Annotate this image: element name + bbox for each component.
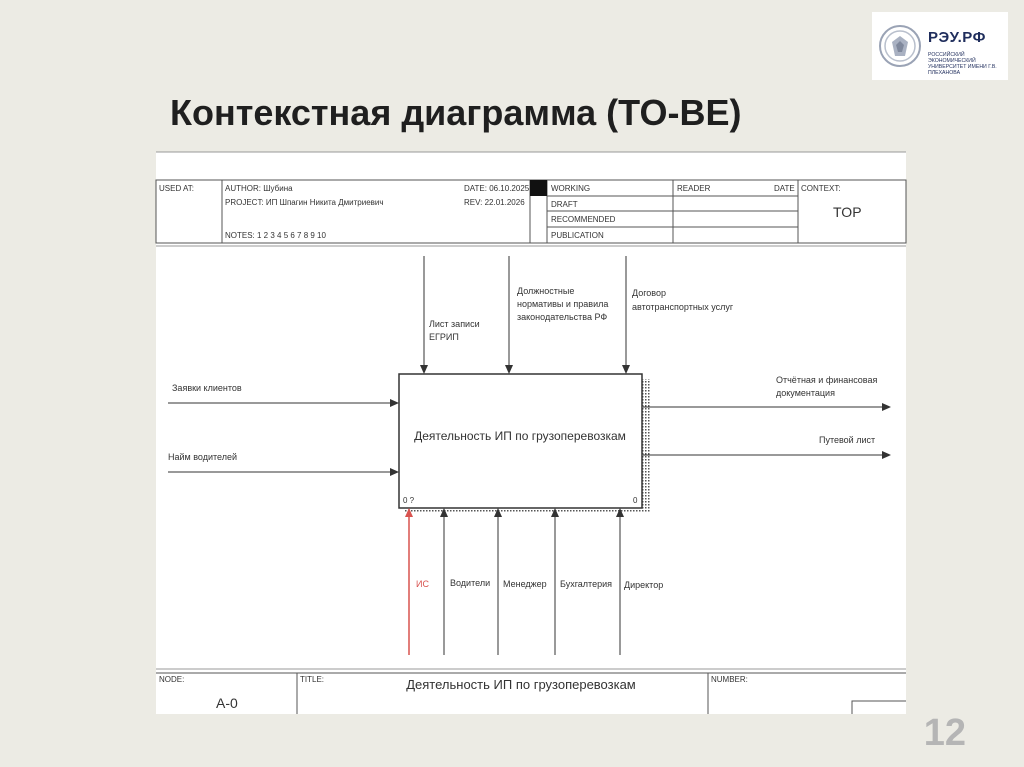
mechanism-label-accounting: Бухгалтерия [560,579,612,589]
mechanism-label-manager: Менеджер [503,579,547,589]
activity-label: Деятельность ИП по грузоперевозкам [414,429,626,443]
university-logo: РЭУ.РФ Российский экономический универси… [872,12,1008,80]
reader-date-label: DATE [774,184,795,193]
control-label-contract-2: автотранспортных услуг [632,302,734,312]
control-label-norms-3: законодательства РФ [517,312,607,322]
page-number: 12 [923,712,966,754]
footer-frame [156,668,906,714]
output-label-waybill: Путевой лист [819,435,875,445]
author-field: AUTHOR: Шубина [225,184,293,193]
context-value: TOP [833,204,862,220]
mechanism-label-director: Директор [624,580,663,590]
output-label-reports-1: Отчётная и финансовая [776,375,877,385]
slide-title: Контекстная диаграмма (TO-BE) [170,92,742,133]
logo-subtitle: Российский экономический университет име… [928,52,997,76]
box-cost-label: 0 ? [403,496,415,505]
node-value: A-0 [216,695,238,711]
input-label-requests: Заявки клиентов [172,383,242,393]
activity-box [398,373,643,509]
footer-title-label: TITLE: [300,675,324,684]
status-draft: DRAFT [551,200,578,209]
status-recommended: RECOMMENDED [551,215,616,224]
mechanism-label-is: ИС [416,579,429,589]
used-at-label: USED AT: [159,184,194,193]
reader-label: READER [677,184,711,193]
project-field: PROJECT: ИП Шпагин Никита Дмитриевич [225,198,384,207]
notes-field: NOTES: 1 2 3 4 5 6 7 8 9 10 [225,231,327,240]
footer-title-value: Деятельность ИП по грузоперевозкам [406,677,636,692]
input-label-hiring: Найм водителей [168,452,237,462]
number-label: NUMBER: [711,675,748,684]
control-label-norms-2: нормативы и правила [517,299,608,309]
date-field: DATE: 06.10.2025 [464,184,530,193]
node-label: NODE: [159,675,184,684]
box-number-label: 0 [633,496,638,505]
control-label-egrip-2: ЕГРИП [429,332,459,342]
control-label-norms-1: Должностные [517,286,574,296]
status-publication: PUBLICATION [551,231,604,240]
logo-name: РЭУ.РФ [928,29,986,46]
emblem-icon [879,25,921,67]
header-frame [155,179,907,247]
control-label-contract-1: Договор [632,288,666,298]
control-label-egrip-1: Лист записи [429,319,480,329]
output-label-reports-2: документация [776,388,835,398]
working-status-marker [530,180,547,196]
context-label: CONTEXT: [801,184,841,193]
rev-field: REV: 22.01.2026 [464,198,525,207]
status-working: WORKING [551,184,590,193]
mechanism-label-drivers: Водители [450,578,490,588]
